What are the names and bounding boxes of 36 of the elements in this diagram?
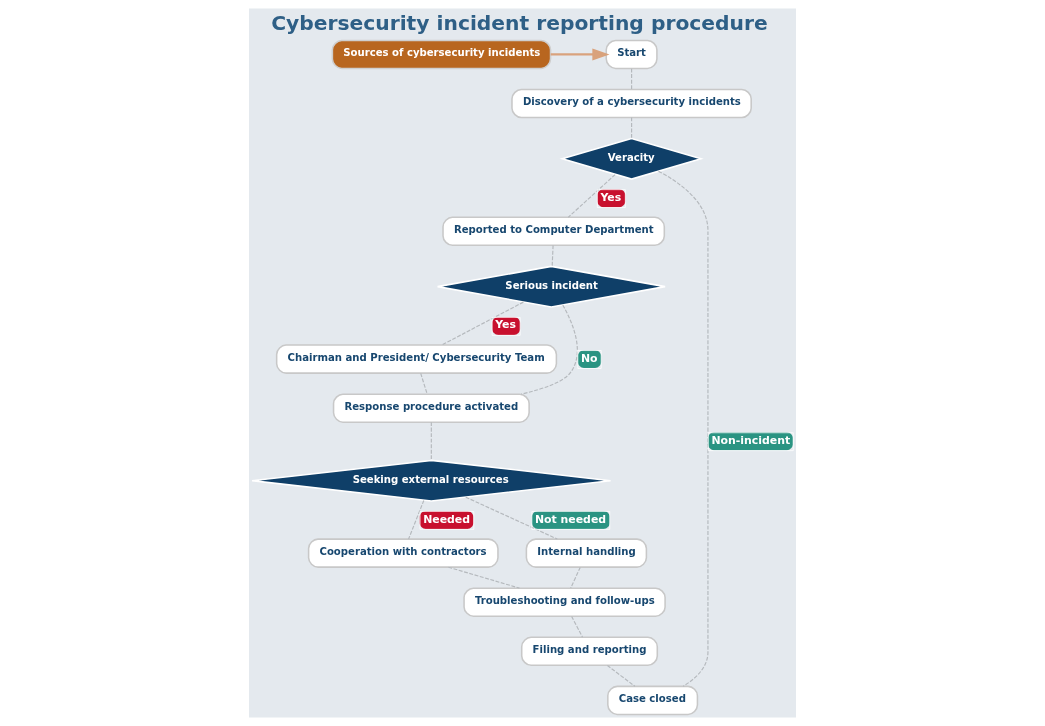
edge-label: Non-incident xyxy=(711,433,791,447)
connector xyxy=(551,244,554,267)
node-box: Chairman and President/ Cybersecurity Team xyxy=(275,344,558,374)
node-box: Filing and reporting xyxy=(520,636,659,667)
node-box: Troubleshooting and follow-ups xyxy=(463,587,666,617)
node-box: Sources of cybersecurity incidents xyxy=(331,39,552,70)
node-box: Cooperation with contractors xyxy=(307,538,499,568)
connector xyxy=(567,174,616,218)
edge-label: Needed xyxy=(423,512,471,526)
connector xyxy=(631,68,633,90)
connector xyxy=(606,665,636,687)
edge-label: No xyxy=(580,351,598,365)
node-box: Discovery of a cybersecurity incidents xyxy=(511,88,752,119)
node-box: Start xyxy=(605,39,658,70)
connector xyxy=(570,566,581,589)
connector xyxy=(631,117,633,139)
connector xyxy=(420,372,428,395)
node-box: Response procedure activated xyxy=(332,393,530,423)
connector xyxy=(408,499,425,540)
connector xyxy=(430,421,432,461)
connector xyxy=(657,170,709,687)
arrow xyxy=(550,48,610,61)
connector xyxy=(520,304,578,395)
node-diamond: Veracity xyxy=(559,137,704,180)
node-diamond: Serious incident xyxy=(436,265,666,308)
edge-label: Yes xyxy=(495,318,516,332)
connector xyxy=(571,615,584,638)
node-box: Case closed xyxy=(607,685,699,716)
connector xyxy=(447,566,521,589)
node-box: Reported to Computer Department xyxy=(442,216,666,247)
diagram-title: Cybersecurity incident reporting procedure xyxy=(271,11,768,36)
edge-label: Not needed xyxy=(534,512,607,526)
edge-label: Yes xyxy=(600,190,622,204)
connector xyxy=(465,496,558,540)
node-diamond: Seeking external resources xyxy=(251,459,612,502)
node-box: Internal handling xyxy=(525,538,648,568)
